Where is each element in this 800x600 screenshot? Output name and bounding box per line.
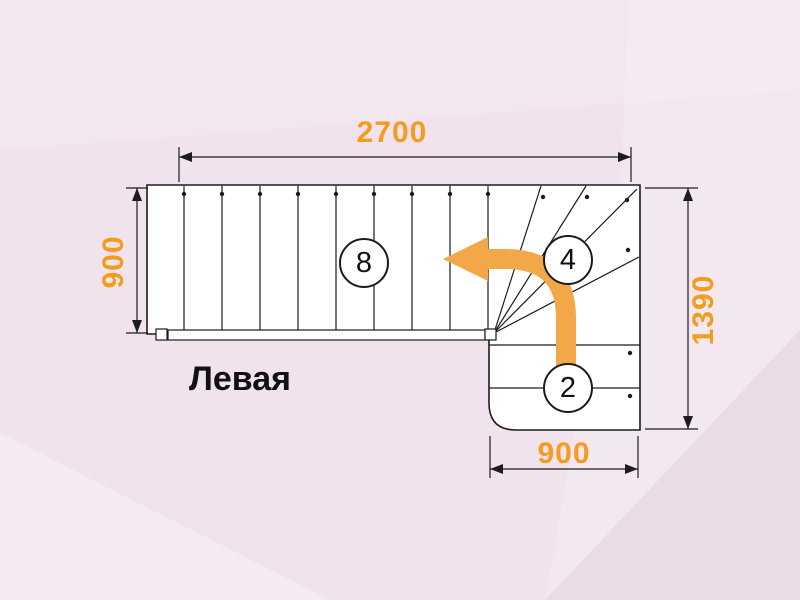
dimension-label-left: 900 (97, 235, 130, 289)
dimension-bottom (489, 436, 639, 478)
step-count-winder: 4 (543, 235, 593, 285)
nosing-dots (181, 191, 633, 399)
dimension-right (645, 187, 698, 430)
dimension-label-right: 1390 (687, 274, 720, 346)
dimension-left (126, 187, 148, 334)
step-count-straight-flight-value: 8 (355, 246, 373, 279)
stair-outline (146, 184, 641, 431)
step-count-winder-value: 4 (559, 243, 577, 276)
dimension-label-bottom: 900 (537, 437, 591, 470)
dimension-label-top: 2700 (356, 116, 428, 149)
plan-title: Левая (189, 360, 291, 398)
step-count-straight-flight: 8 (339, 238, 389, 288)
step-count-lower-flight: 2 (543, 363, 593, 413)
dimension-top (178, 147, 632, 182)
balustrade-band (155, 328, 497, 341)
step-count-lower-flight-value: 2 (559, 371, 577, 404)
